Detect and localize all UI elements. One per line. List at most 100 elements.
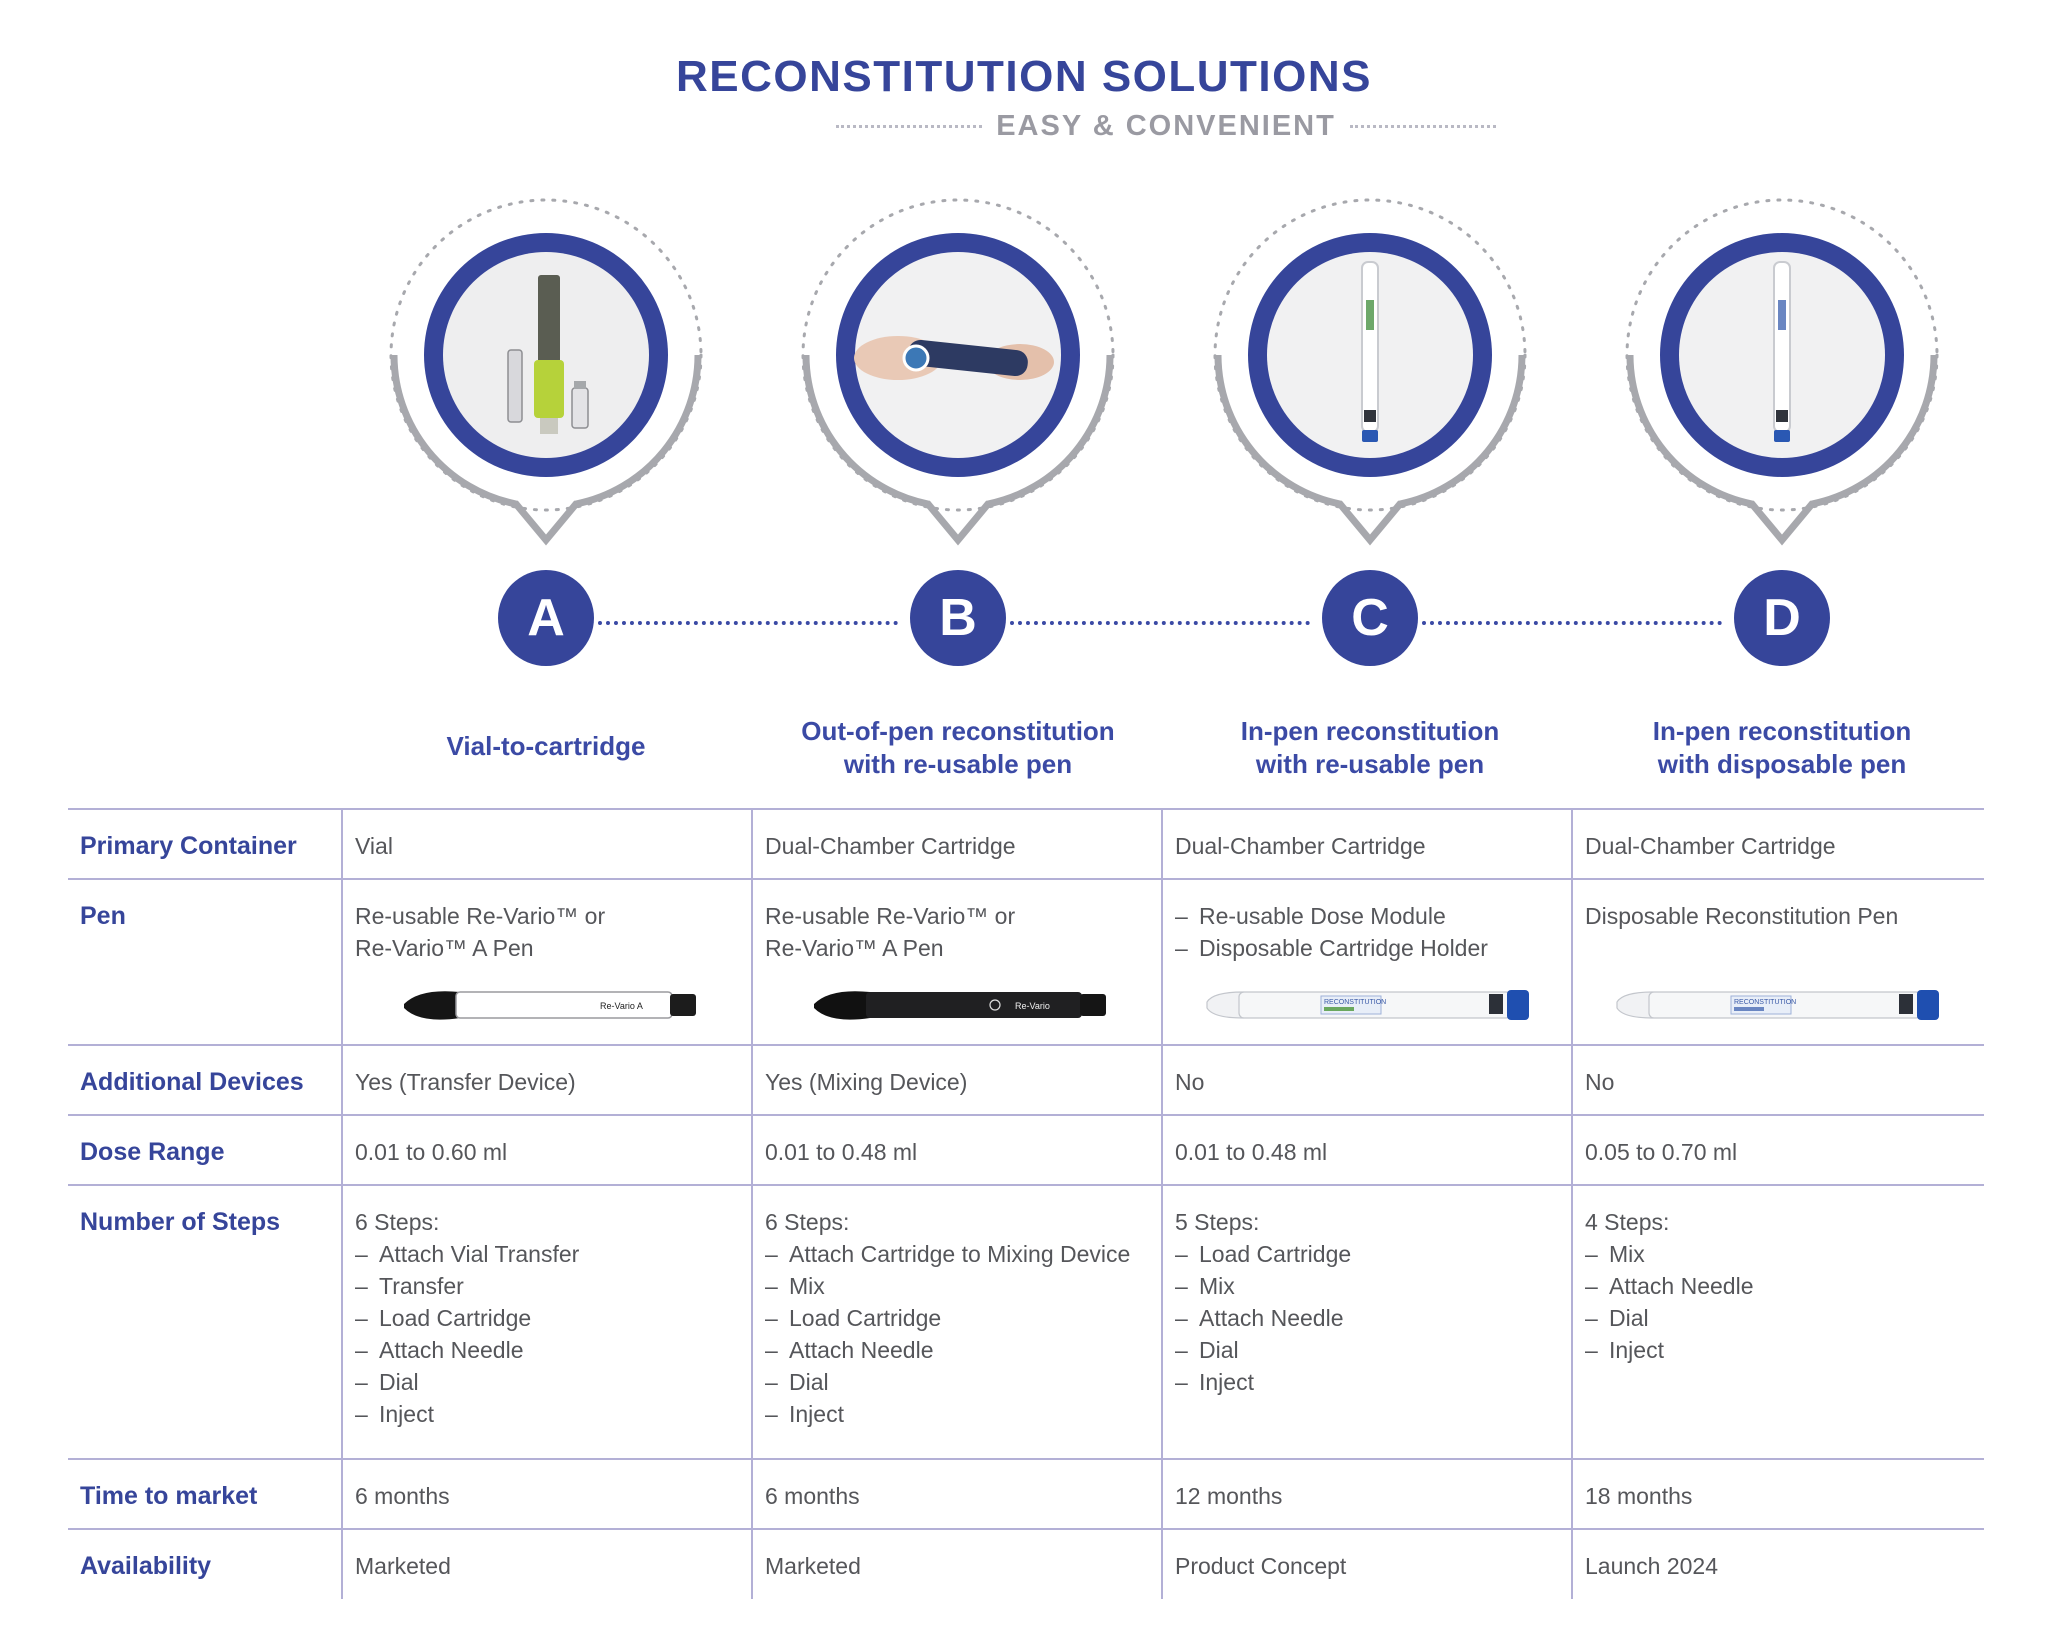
table-row-pen: Pen Re-usable Re-Vario™ or Re-Vario™ A P… bbox=[68, 878, 1984, 1045]
pen-a-line2: Re-Vario™ A Pen bbox=[355, 935, 534, 961]
solution-b-name-line2: with re-usable pen bbox=[843, 749, 1073, 779]
cell-availability-c: Product Concept bbox=[1161, 1528, 1572, 1599]
pen-b-line1: Re-usable Re-Vario™ or bbox=[765, 903, 1016, 929]
solution-c-name-line1: In-pen reconstitution bbox=[1240, 716, 1500, 746]
solution-a: A Vial-to-cartridge bbox=[376, 190, 716, 910]
cell-pen-a: Re-usable Re-Vario™ or Re-Vario™ A Pen R… bbox=[341, 878, 752, 1045]
cell-time-to-market-b: 6 months bbox=[751, 1458, 1162, 1529]
page-subtitle: EASY & CONVENIENT bbox=[996, 109, 1336, 142]
solution-a-name: Vial-to-cartridge bbox=[336, 730, 756, 763]
subtitle-divider-left bbox=[836, 124, 983, 128]
list-item: Load Cartridge bbox=[765, 1302, 1149, 1334]
letter-badge-d: D bbox=[1734, 570, 1830, 666]
cell-steps-d: 4 Steps: Mix Attach Needle Dial Inject bbox=[1571, 1184, 1984, 1459]
list-item: Attach Needle bbox=[1175, 1302, 1559, 1334]
cell-pen-d: Disposable Reconstitution Pen RECONSTITU… bbox=[1571, 878, 1984, 1045]
cell-primary-container-b: Dual-Chamber Cartridge bbox=[751, 808, 1162, 879]
cell-dose-range-c: 0.01 to 0.48 ml bbox=[1161, 1114, 1572, 1185]
list-item: Dial bbox=[1585, 1302, 1972, 1334]
cell-availability-a: Marketed bbox=[341, 1528, 752, 1599]
list-item: Inject bbox=[355, 1398, 739, 1430]
list-item: Inject bbox=[1175, 1366, 1559, 1398]
connector-c-d bbox=[1422, 621, 1722, 625]
list-item: Dial bbox=[355, 1366, 739, 1398]
cell-availability-b: Marketed bbox=[751, 1528, 1162, 1599]
list-item: Attach Vial Transfer bbox=[355, 1238, 739, 1270]
list-item: Attach Needle bbox=[355, 1334, 739, 1366]
cell-dose-range-b: 0.01 to 0.48 ml bbox=[751, 1114, 1162, 1185]
list-item: Mix bbox=[1585, 1238, 1972, 1270]
steps-d-list: Mix Attach Needle Dial Inject bbox=[1585, 1238, 1972, 1366]
vertical-pen-illustration-d bbox=[1773, 261, 1791, 442]
cell-additional-devices-d: No bbox=[1571, 1044, 1984, 1115]
revario-a-pen-image: Re-Vario A bbox=[404, 991, 696, 1020]
letter-badge-c: C bbox=[1322, 570, 1418, 666]
connector-a-b bbox=[598, 621, 898, 625]
subtitle-divider-right bbox=[1349, 124, 1497, 128]
cell-time-to-market-c: 12 months bbox=[1161, 1458, 1572, 1529]
steps-c-title: 5 Steps: bbox=[1175, 1209, 1260, 1235]
solution-c-bubble bbox=[1213, 198, 1527, 546]
list-item: Attach Cartridge to Mixing Device bbox=[765, 1238, 1149, 1270]
pen-c-list: Re-usable Dose Module Disposable Cartrid… bbox=[1175, 900, 1559, 964]
list-item: Load Cartridge bbox=[355, 1302, 739, 1334]
list-item: Re-usable Dose Module bbox=[1175, 900, 1559, 932]
page-title: RECONSTITUTION SOLUTIONS bbox=[676, 52, 1372, 101]
connector-b-c bbox=[1010, 621, 1310, 625]
solution-d-name-line1: In-pen reconstitution bbox=[1652, 716, 1912, 746]
disposable-reconstitution-pen-image: RECONSTITUTION bbox=[1616, 990, 1939, 1020]
hands-cartridge-illustration bbox=[854, 336, 1054, 380]
vial-pen-illustration bbox=[507, 275, 589, 434]
cell-time-to-market-d: 18 months bbox=[1571, 1458, 1984, 1529]
solution-d-name-line2: with disposable pen bbox=[1657, 749, 1907, 779]
solution-c-name-line2: with re-usable pen bbox=[1255, 749, 1485, 779]
row-header-primary-container: Primary Container bbox=[68, 808, 342, 879]
table-row-additional-devices: Additional Devices Yes (Transfer Device)… bbox=[68, 1044, 1984, 1115]
cell-pen-b: Re-usable Re-Vario™ or Re-Vario™ A Pen R… bbox=[751, 878, 1162, 1045]
steps-b-title: 6 Steps: bbox=[765, 1209, 850, 1235]
solution-c: C In-pen reconstitution with re-usable p… bbox=[1200, 190, 1540, 910]
list-item: Inject bbox=[765, 1398, 1149, 1430]
cell-dose-range-d: 0.05 to 0.70 ml bbox=[1571, 1114, 1984, 1185]
solution-b-bubble bbox=[801, 198, 1115, 546]
cell-steps-c: 5 Steps: Load Cartridge Mix Attach Needl… bbox=[1161, 1184, 1572, 1459]
solution-d: D In-pen reconstitution with disposable … bbox=[1612, 190, 1952, 910]
pen-a-label: Re-Vario A bbox=[600, 1001, 643, 1011]
steps-c-list: Load Cartridge Mix Attach Needle Dial In… bbox=[1175, 1238, 1559, 1398]
table-row-time-to-market: Time to market 6 months 6 months 12 mont… bbox=[68, 1458, 1984, 1529]
list-item: Attach Needle bbox=[765, 1334, 1149, 1366]
letter-badge-b: B bbox=[910, 570, 1006, 666]
steps-b-list: Attach Cartridge to Mixing Device Mix Lo… bbox=[765, 1238, 1149, 1430]
list-item: Mix bbox=[1175, 1270, 1559, 1302]
pen-c-label: RECONSTITUTION bbox=[1324, 999, 1386, 1006]
cell-pen-c: Re-usable Dose Module Disposable Cartrid… bbox=[1161, 878, 1572, 1045]
table-row-steps: Number of Steps 6 Steps: Attach Vial Tra… bbox=[68, 1184, 1984, 1459]
row-header-dose-range: Dose Range bbox=[68, 1114, 342, 1185]
row-header-time-to-market: Time to market bbox=[68, 1458, 342, 1529]
cell-steps-a: 6 Steps: Attach Vial Transfer Transfer L… bbox=[341, 1184, 752, 1459]
list-item: Mix bbox=[765, 1270, 1149, 1302]
cell-steps-b: 6 Steps: Attach Cartridge to Mixing Devi… bbox=[751, 1184, 1162, 1459]
table-row-availability: Availability Marketed Marketed Product C… bbox=[68, 1528, 1984, 1599]
steps-a-list: Attach Vial Transfer Transfer Load Cartr… bbox=[355, 1238, 739, 1430]
pen-b-line2: Re-Vario™ A Pen bbox=[765, 935, 944, 961]
comparison-table: Primary Container Vial Dual-Chamber Cart… bbox=[68, 808, 1984, 1599]
solution-b-name-line1: Out-of-pen reconstitution bbox=[801, 716, 1115, 746]
list-item: Disposable Cartridge Holder bbox=[1175, 932, 1559, 964]
list-item: Transfer bbox=[355, 1270, 739, 1302]
revario-pen-image: Re-Vario bbox=[814, 991, 1106, 1020]
list-item: Dial bbox=[765, 1366, 1149, 1398]
solution-d-name: In-pen reconstitution with disposable pe… bbox=[1572, 715, 1992, 781]
letter-badge-a: A bbox=[498, 570, 594, 666]
cell-additional-devices-c: No bbox=[1161, 1044, 1572, 1115]
pen-d-line1: Disposable Reconstitution Pen bbox=[1585, 903, 1899, 929]
solution-a-name-line1: Vial-to-cartridge bbox=[446, 731, 646, 761]
solution-b-name: Out-of-pen reconstitution with re-usable… bbox=[748, 715, 1168, 781]
row-header-availability: Availability bbox=[68, 1528, 342, 1599]
steps-a-title: 6 Steps: bbox=[355, 1209, 440, 1235]
cell-primary-container-a: Vial bbox=[341, 808, 752, 879]
pen-b-label: Re-Vario bbox=[1015, 1001, 1050, 1011]
vertical-pen-illustration bbox=[1361, 261, 1379, 442]
row-header-pen: Pen bbox=[68, 878, 342, 1045]
list-item: Dial bbox=[1175, 1334, 1559, 1366]
